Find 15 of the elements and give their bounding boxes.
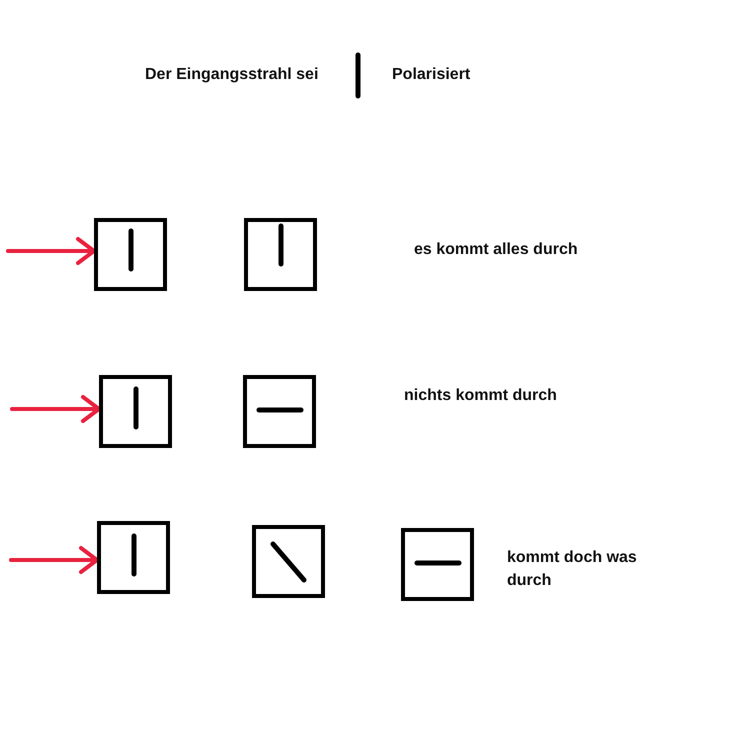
polarizer-box xyxy=(252,525,325,598)
polarizer-box xyxy=(401,528,474,601)
polarizer-box xyxy=(99,375,172,448)
arrow xyxy=(10,395,101,423)
label-text: es kommt alles durch xyxy=(414,240,578,260)
label-text: Der Eingangsstrahl sei xyxy=(145,65,318,85)
label-text: kommt doch was durch xyxy=(507,548,638,591)
polarizer-box xyxy=(94,218,167,291)
label-text: nichts kommt durch xyxy=(404,386,557,406)
polarizer-box xyxy=(244,218,317,291)
arrow xyxy=(6,237,96,265)
arrow xyxy=(9,546,99,574)
polarizer-box xyxy=(243,375,316,448)
label-text: Polarisiert xyxy=(392,65,470,85)
polarizer-box xyxy=(97,521,170,594)
